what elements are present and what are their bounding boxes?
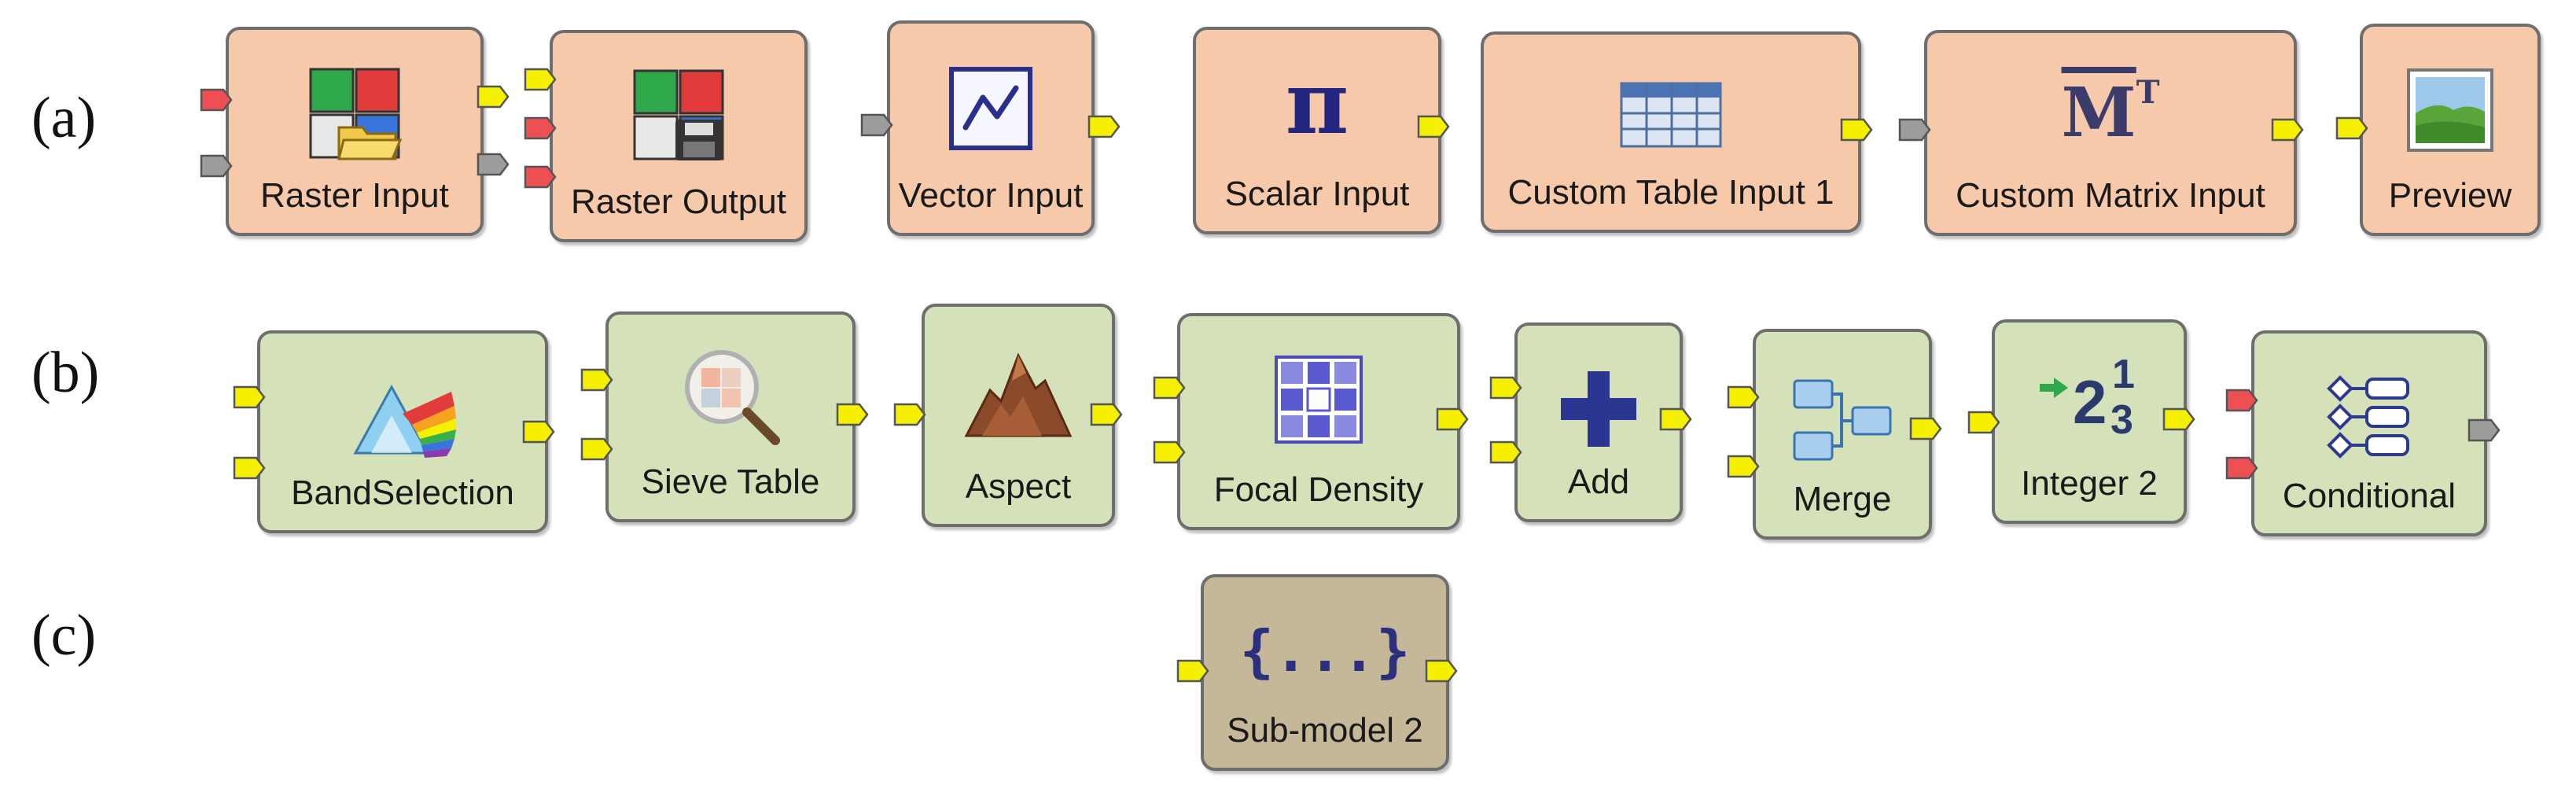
output-port[interactable] [2467, 418, 2501, 442]
row-label-c: (c) [31, 603, 97, 668]
node-label: Merge [1793, 480, 1892, 518]
input-port[interactable] [524, 68, 557, 91]
input-port[interactable] [2335, 116, 2368, 140]
integer-base: 2 [2073, 367, 2107, 437]
node-label: Focal Density [1213, 470, 1424, 509]
landscape-preview-icon [2406, 68, 2494, 153]
node-merge[interactable]: Merge [1753, 329, 1932, 540]
input-port[interactable] [1489, 376, 1522, 400]
input-port[interactable] [860, 113, 893, 137]
input-port[interactable] [1153, 376, 1186, 400]
input-port[interactable] [580, 437, 613, 461]
input-port[interactable] [1898, 118, 1931, 142]
input-port[interactable] [1176, 659, 1209, 683]
node-label: Sub-model 2 [1227, 711, 1423, 750]
input-port[interactable] [200, 88, 233, 112]
input-port[interactable] [524, 116, 557, 140]
node-raster-output[interactable]: Raster Output [550, 30, 808, 242]
input-port[interactable] [1727, 455, 1760, 478]
input-port[interactable] [2225, 456, 2258, 480]
plus-icon [1558, 368, 1639, 450]
mountain-icon [963, 349, 1073, 439]
input-port[interactable] [893, 403, 926, 426]
input-port[interactable] [1727, 385, 1760, 409]
node-raster-input[interactable]: Raster Input [226, 27, 484, 236]
node-aspect[interactable]: Aspect [922, 304, 1115, 527]
node-add[interactable]: Add [1514, 322, 1683, 522]
integer-subscript: 3 [2110, 397, 2133, 443]
node-label: Integer 2 [2021, 464, 2158, 503]
pi-icon: π [1285, 52, 1349, 153]
input-port[interactable] [1153, 440, 1186, 464]
input-port[interactable] [233, 385, 266, 409]
magnifier-icon [679, 345, 782, 447]
node-label: Scalar Input [1224, 175, 1410, 213]
node-preview[interactable]: Preview [2360, 24, 2541, 236]
output-port[interactable] [522, 420, 555, 444]
node-custom-matrix-input[interactable]: MT Custom Matrix Input [1924, 30, 2297, 236]
input-port[interactable] [200, 154, 233, 178]
output-port[interactable] [1840, 118, 1873, 142]
matrix-transpose-icon: MT [2062, 77, 2160, 147]
row-label-b: (b) [31, 341, 100, 405]
node-label: Conditional [2282, 477, 2456, 515]
output-port[interactable] [1659, 407, 1692, 431]
input-port[interactable] [524, 165, 557, 189]
node-sub-model[interactable]: {...} Sub-model 2 [1201, 574, 1449, 771]
node-scalar-input[interactable]: π Scalar Input [1193, 27, 1441, 234]
vector-input-icon [948, 66, 1033, 151]
node-label: Add [1567, 462, 1630, 501]
row-label-a: (a) [31, 86, 97, 150]
output-port[interactable] [1087, 115, 1121, 138]
node-label: Aspect [965, 467, 1072, 506]
node-focal-density[interactable]: Focal Density [1177, 313, 1460, 530]
node-label: Vector Input [898, 176, 1084, 215]
merge-icon [1791, 378, 1893, 464]
output-port[interactable] [836, 403, 869, 426]
node-label: Custom Matrix Input [1956, 176, 2265, 215]
prism-icon [348, 376, 458, 459]
node-band-selection[interactable]: BandSelection [257, 330, 548, 533]
output-port[interactable] [1436, 407, 1469, 431]
node-label: BandSelection [291, 474, 514, 512]
output-port[interactable] [2162, 407, 2195, 431]
integer-superscript: 1 [2112, 352, 2135, 397]
node-label: Raster Output [571, 182, 786, 221]
node-label: Sieve Table [641, 462, 820, 501]
table-icon [1620, 82, 1722, 148]
node-label: Custom Table Input 1 [1507, 173, 1834, 212]
node-integer[interactable]: 2 1 3 Integer 2 [1992, 319, 2187, 524]
transpose-superscript: T [2136, 74, 2160, 111]
input-port[interactable] [1967, 411, 2000, 434]
input-port[interactable] [233, 456, 266, 480]
matrix-letter: M [2061, 73, 2136, 153]
output-port[interactable] [2271, 118, 2304, 142]
output-port[interactable] [477, 153, 510, 176]
input-port[interactable] [2225, 389, 2258, 412]
node-custom-table-input[interactable]: Custom Table Input 1 [1481, 31, 1861, 233]
output-port[interactable] [477, 85, 510, 109]
output-port[interactable] [1425, 659, 1458, 683]
braces-icon: {...} [1239, 618, 1411, 684]
node-conditional[interactable]: Conditional [2251, 330, 2487, 536]
node-vector-input[interactable]: Vector Input [887, 20, 1095, 236]
conditional-icon [2326, 373, 2412, 459]
input-port[interactable] [1489, 440, 1522, 464]
grid-icon [1273, 354, 1364, 445]
node-label: Raster Input [260, 176, 449, 215]
output-port[interactable] [1090, 403, 1123, 426]
output-port[interactable] [1909, 417, 1942, 440]
integer-icon: 2 1 3 [2038, 354, 2140, 448]
node-label: Preview [2388, 176, 2512, 215]
input-port[interactable] [580, 368, 613, 392]
output-port[interactable] [1417, 115, 1450, 138]
raster-output-icon [631, 68, 726, 162]
node-sieve-table[interactable]: Sieve Table [605, 311, 856, 522]
raster-input-icon [307, 66, 403, 160]
